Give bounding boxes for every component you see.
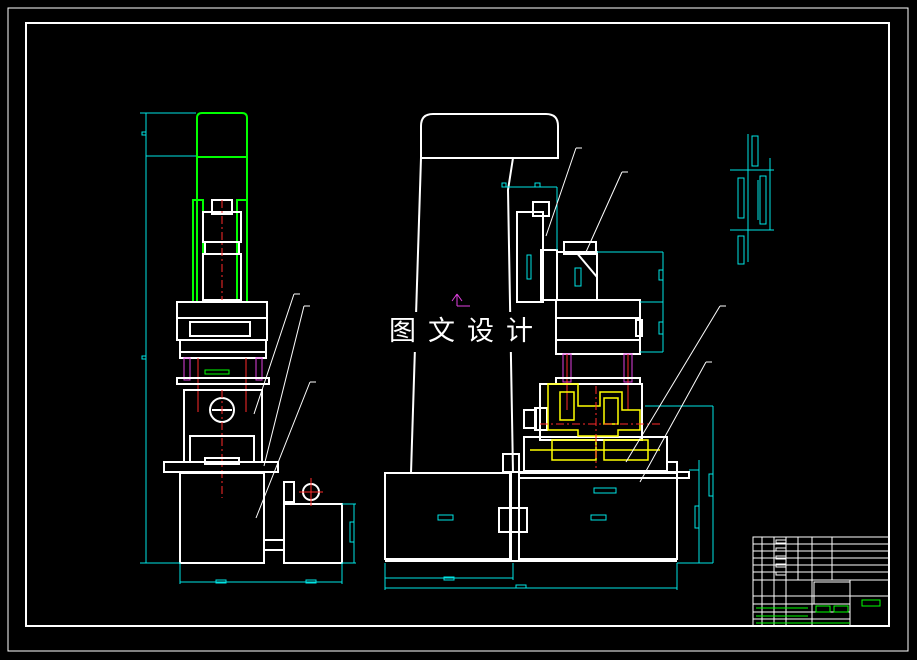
machine-column [420, 113, 559, 159]
watermark-text: 图文设计 [382, 312, 552, 352]
left-leaders [253, 293, 316, 519]
right-front-view [384, 113, 690, 562]
right-leaders [545, 147, 726, 483]
left-side-view [163, 112, 343, 564]
workpiece-detail [530, 383, 660, 461]
title-block [752, 536, 890, 627]
inner-frame [25, 22, 890, 627]
reference-mark [451, 293, 470, 307]
left-dimensions [140, 112, 356, 584]
title-block-green-fields [756, 599, 881, 624]
green-cylinder-frame [196, 112, 248, 302]
right-dimensions [384, 182, 714, 590]
outer-frame [7, 7, 909, 652]
stroke-travel-diagram [730, 134, 774, 265]
